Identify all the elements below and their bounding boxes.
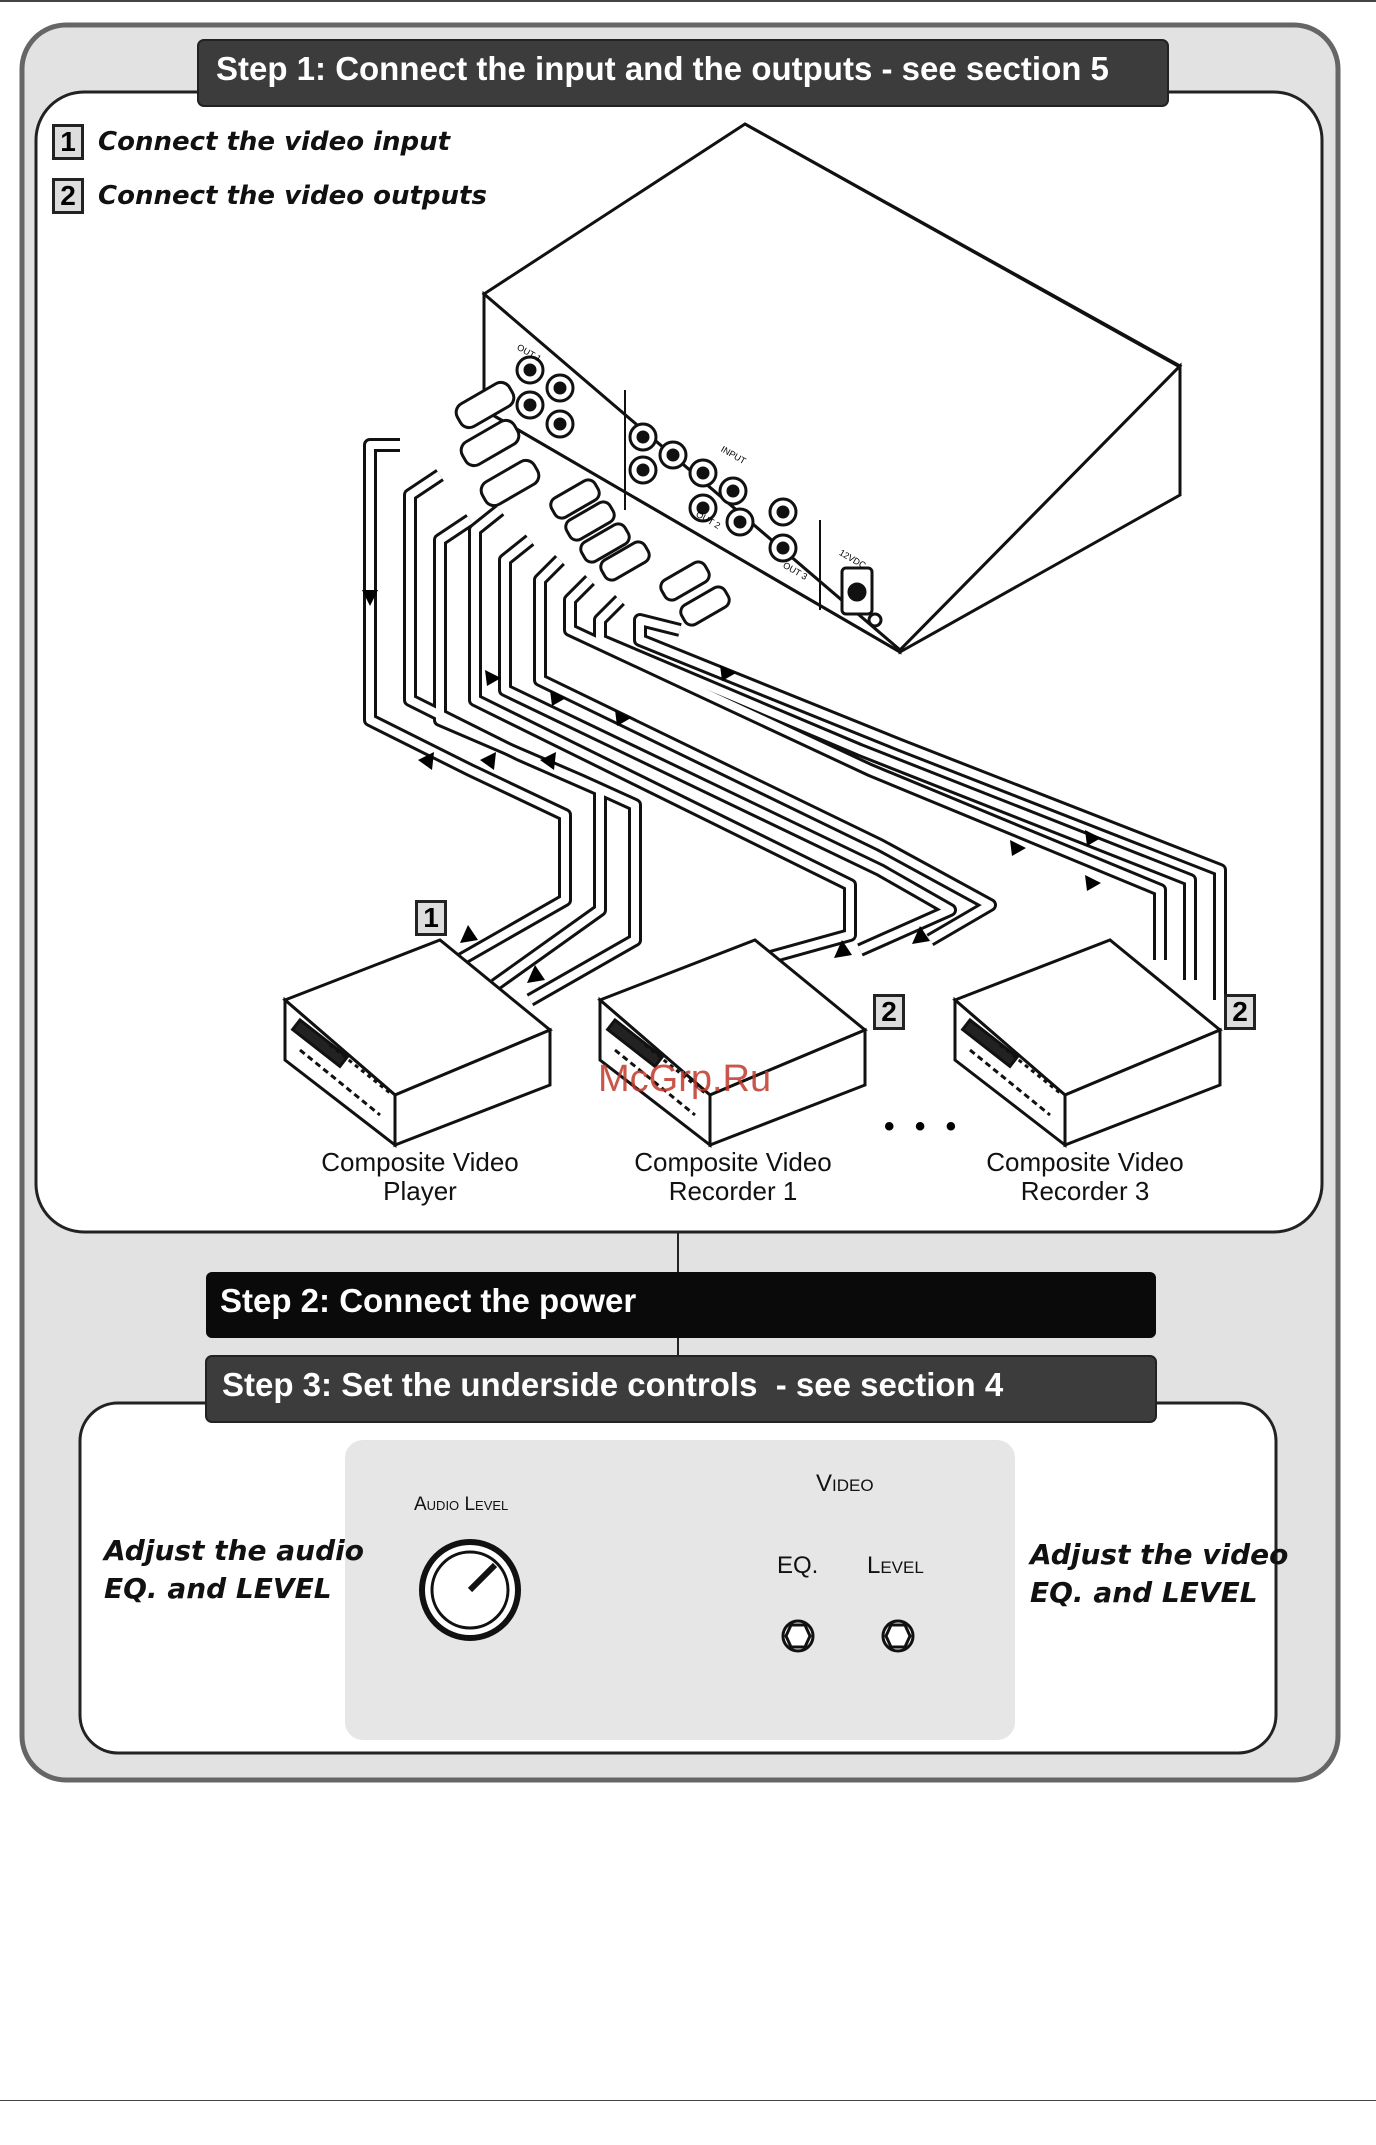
- step1-title: Step 1: Connect the input and the output…: [216, 50, 1109, 87]
- step2-banner: [206, 1272, 1156, 1338]
- cables-inner: [366, 441, 1224, 1004]
- step1-banner: [197, 39, 1169, 107]
- legend-text: Connect the video input: [98, 127, 451, 157]
- level-label: Level: [867, 1552, 924, 1579]
- step3-banner: [205, 1355, 1157, 1423]
- video-note-line: Adjust the video: [1030, 1538, 1289, 1571]
- audio-level-label: Audio Level: [414, 1494, 509, 1515]
- video-label: Video: [816, 1470, 874, 1497]
- device-badge: 1: [415, 900, 447, 936]
- device-caption-recorder-3: Composite Video Recorder 3: [955, 1148, 1215, 1206]
- device-caption-line: Recorder 3: [1020, 1176, 1150, 1206]
- device-recorder-1: [597, 938, 868, 1149]
- device-caption-line: Composite Video: [321, 1147, 519, 1177]
- device-caption-line: Composite Video: [634, 1147, 832, 1177]
- device-caption-line: Player: [383, 1176, 457, 1206]
- device-badge: 2: [873, 994, 905, 1030]
- device-caption-recorder-1: Composite Video Recorder 1: [603, 1148, 863, 1206]
- legend-badge: 2: [52, 178, 84, 214]
- video-level-trimmer-icon: [881, 1619, 915, 1653]
- legend-item: 1 Connect the video input: [52, 124, 450, 160]
- device-caption-player: Composite Video Player: [290, 1148, 550, 1206]
- top-rule: [0, 0, 1376, 2]
- audio-note-line: EQ. and LEVEL: [104, 1572, 332, 1605]
- audio-note: Adjust the audio EQ. and LEVEL: [104, 1532, 364, 1608]
- device-caption-line: Recorder 1: [668, 1176, 798, 1206]
- video-note-line: EQ. and LEVEL: [1030, 1576, 1258, 1609]
- device-player: [282, 938, 553, 1149]
- flow-arrows: [362, 590, 1101, 983]
- audio-note-line: Adjust the audio: [104, 1534, 364, 1567]
- step3-title: Step 3: Set the underside controls - see…: [222, 1366, 1004, 1403]
- legend-text: Connect the video outputs: [98, 181, 487, 211]
- bottom-rule: [0, 2100, 1376, 2101]
- back-panel-jacks: [515, 355, 883, 628]
- legend-badge: 1: [52, 124, 84, 160]
- device-badge: 2: [1224, 994, 1256, 1030]
- step2-title: Step 2: Connect the power: [220, 1282, 637, 1319]
- ellipsis: • • •: [884, 1110, 963, 1143]
- legend-item: 2 Connect the video outputs: [52, 178, 487, 214]
- device-recorder-3: [952, 938, 1223, 1149]
- watermark: McGrp.Ru: [598, 1058, 772, 1100]
- audio-level-knob-icon: [419, 1539, 521, 1641]
- eq-label: EQ.: [777, 1552, 819, 1579]
- control-panel: [345, 1440, 1015, 1740]
- device-caption-line: Composite Video: [986, 1147, 1184, 1177]
- cable-plugs: [454, 380, 731, 627]
- video-eq-trimmer-icon: [781, 1619, 815, 1653]
- video-note: Adjust the video EQ. and LEVEL: [1030, 1536, 1288, 1612]
